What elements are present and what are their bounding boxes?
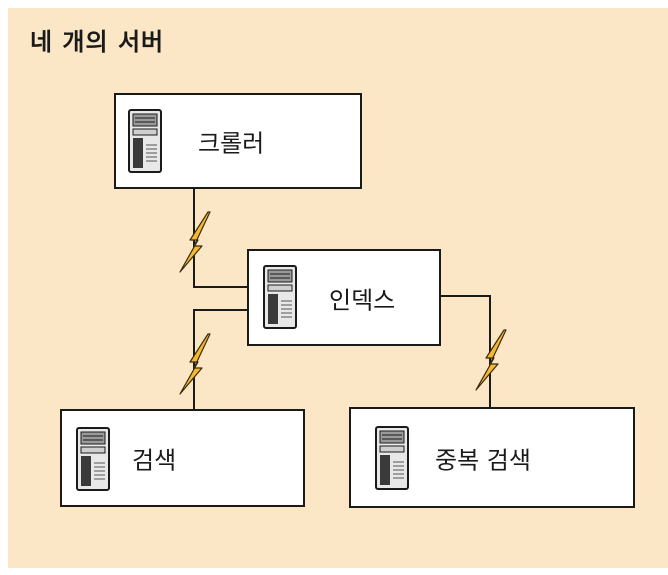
connector-index-search — [193, 309, 248, 410]
server-label-search: 검색 — [132, 446, 177, 475]
connector-crawler-index — [193, 188, 248, 288]
server-tower-icon — [76, 427, 110, 491]
server-tower-icon — [375, 426, 409, 490]
server-box-duplicate-search: 중복 검색 — [349, 407, 635, 508]
diagram-title: 네 개의 서버 — [30, 28, 165, 56]
server-box-search: 검색 — [60, 409, 305, 507]
lightning-bolt-icon — [179, 333, 211, 395]
server-label-index: 인덱스 — [329, 286, 396, 314]
server-box-index: 인덱스 — [247, 249, 441, 346]
lightning-bolt-icon — [179, 211, 211, 273]
server-tower-icon — [128, 109, 162, 173]
server-tower-icon — [263, 265, 297, 329]
server-label-duplicate-search: 중복 검색 — [435, 446, 531, 474]
server-box-crawler: 크롤러 — [114, 93, 362, 189]
lightning-bolt-icon — [475, 329, 507, 391]
connector-index-duplicate-search — [440, 295, 491, 408]
server-label-crawler: 크롤러 — [198, 129, 265, 158]
